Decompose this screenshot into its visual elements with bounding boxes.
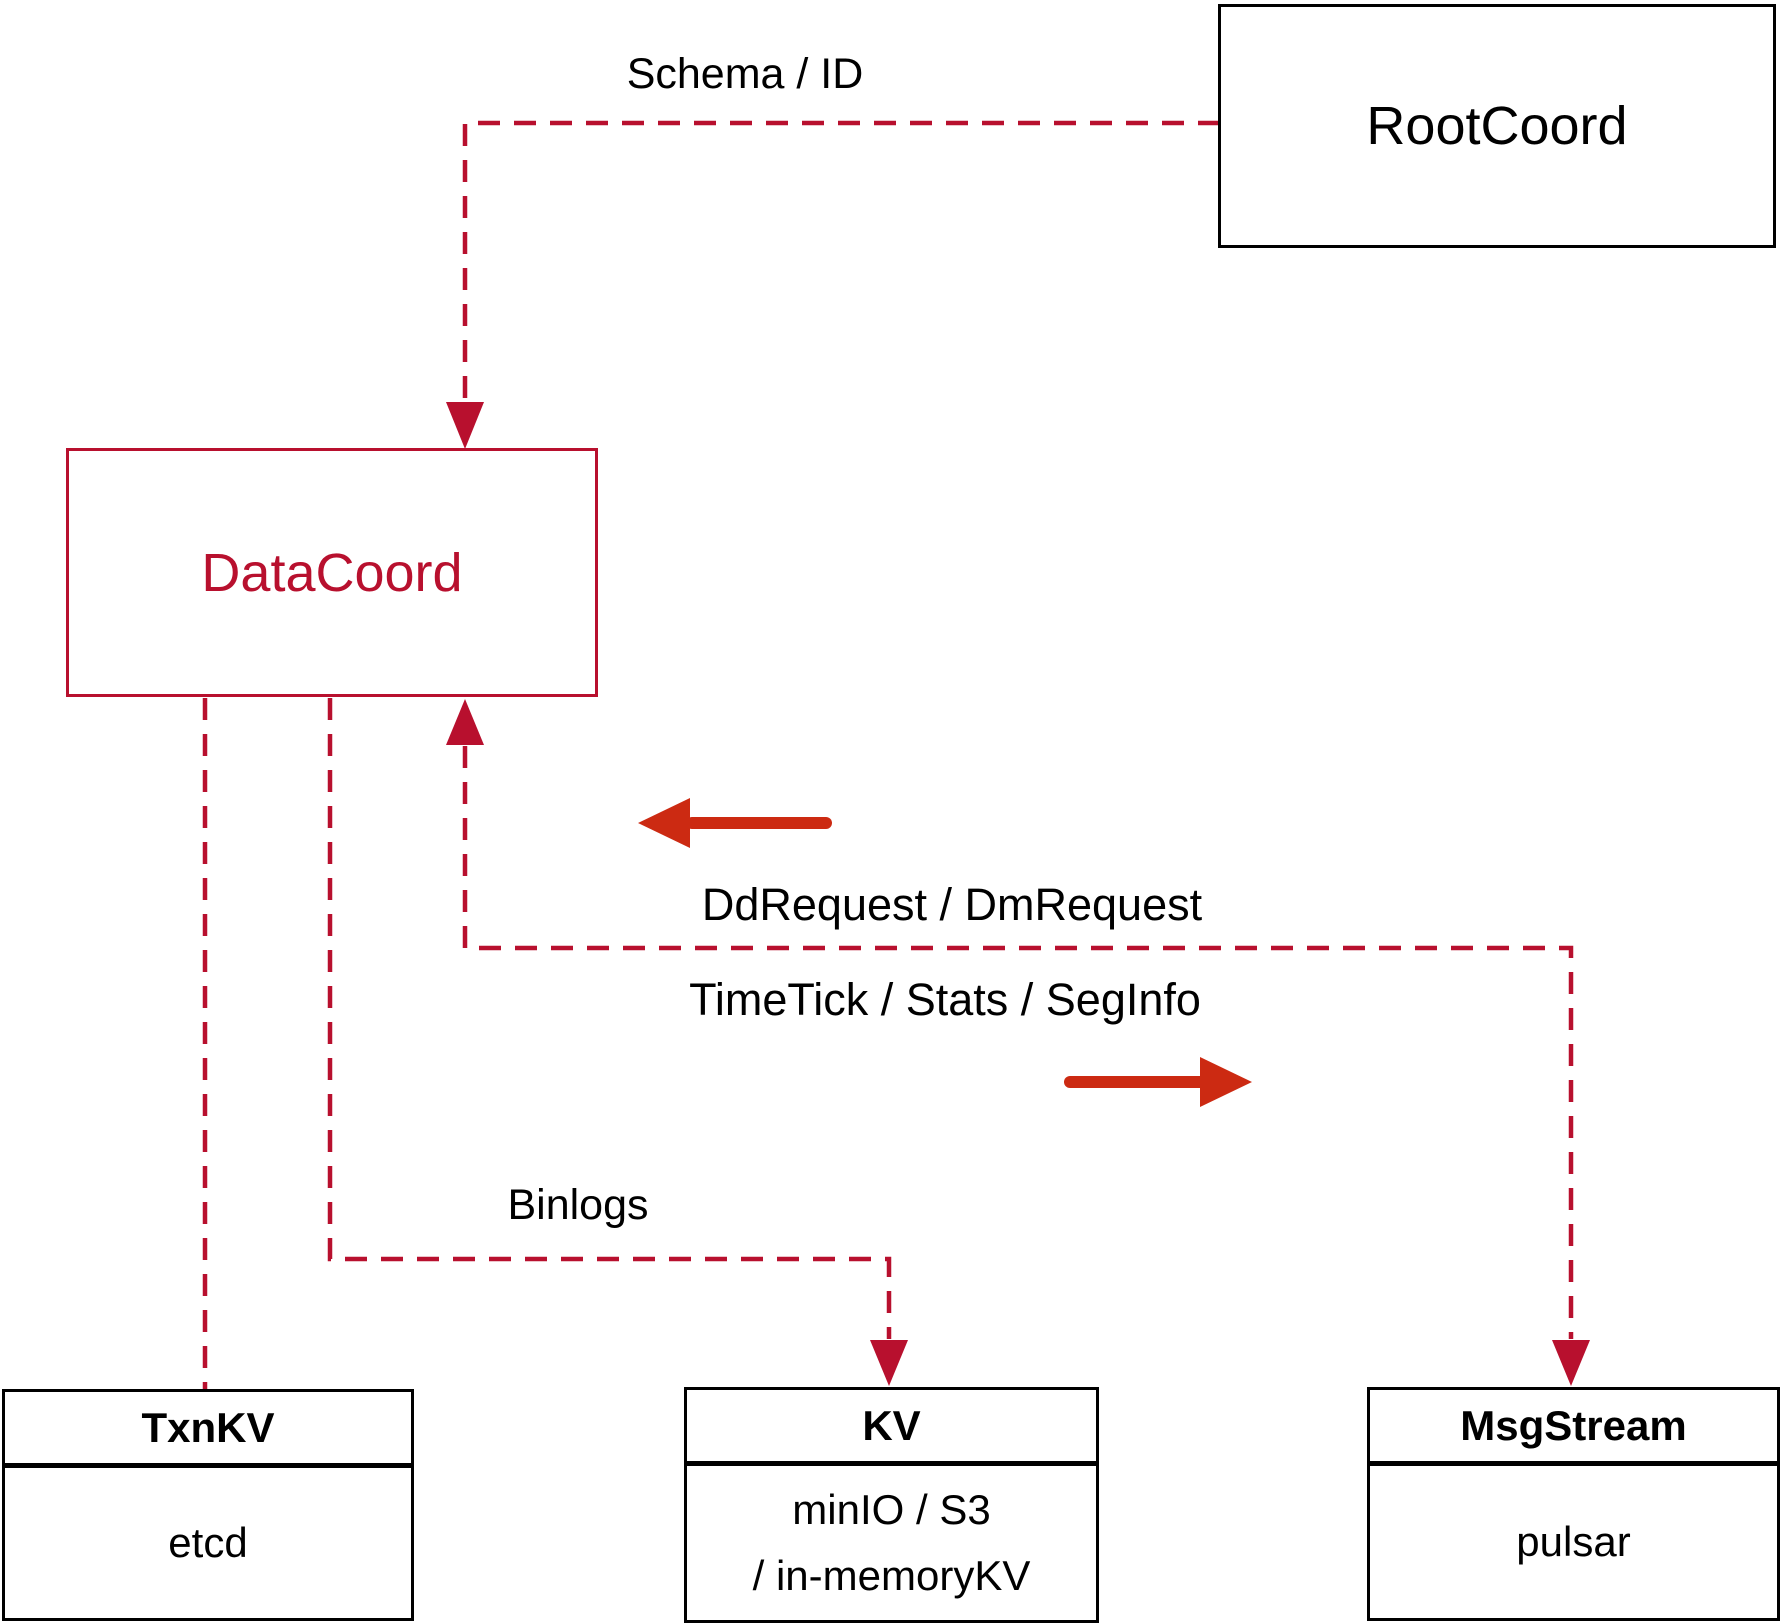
node-kv: KV minIO / S3 / in-memoryKV bbox=[684, 1387, 1099, 1623]
msgstream-title: MsgStream bbox=[1370, 1390, 1777, 1466]
edge-datacoord-to-kv bbox=[327, 698, 892, 1339]
txnkv-title: TxnKV bbox=[5, 1392, 411, 1468]
txnkv-body: etcd bbox=[168, 1519, 248, 1566]
edge-rootcoord-to-datacoord bbox=[462, 120, 1220, 400]
right-flow-arrow-icon bbox=[1064, 1057, 1252, 1107]
node-rootcoord: RootCoord bbox=[1218, 4, 1776, 248]
arrowhead-down-datacoord-top-icon bbox=[446, 402, 484, 449]
kv-body-line1: minIO / S3 bbox=[792, 1486, 991, 1533]
arrowhead-up-datacoord-bottom-icon bbox=[446, 699, 484, 745]
arrowhead-down-kv-top-icon bbox=[870, 1340, 908, 1386]
edge-label-timetick-stats-seginfo: TimeTick / Stats / SegInfo bbox=[689, 974, 1201, 1025]
rootcoord-label: RootCoord bbox=[1366, 96, 1628, 156]
node-datacoord: DataCoord bbox=[66, 448, 598, 697]
node-txnkv: TxnKV etcd bbox=[2, 1389, 414, 1621]
arrowhead-down-msgstream-top-icon bbox=[1552, 1340, 1590, 1386]
datacoord-label: DataCoord bbox=[201, 542, 463, 603]
edge-datacoord-to-msgstream bbox=[462, 746, 1574, 1339]
kv-title: KV bbox=[687, 1390, 1096, 1466]
left-flow-arrow-icon bbox=[638, 798, 832, 848]
edge-label-binlogs: Binlogs bbox=[507, 1181, 649, 1229]
kv-body-line2: / in-memoryKV bbox=[752, 1552, 1031, 1599]
edge-label-schema-id: Schema / ID bbox=[626, 50, 864, 98]
node-msgstream: MsgStream pulsar bbox=[1367, 1387, 1780, 1621]
edge-label-ddrequest-dmrequest: DdRequest / DmRequest bbox=[701, 879, 1203, 930]
msgstream-body: pulsar bbox=[1516, 1518, 1631, 1565]
